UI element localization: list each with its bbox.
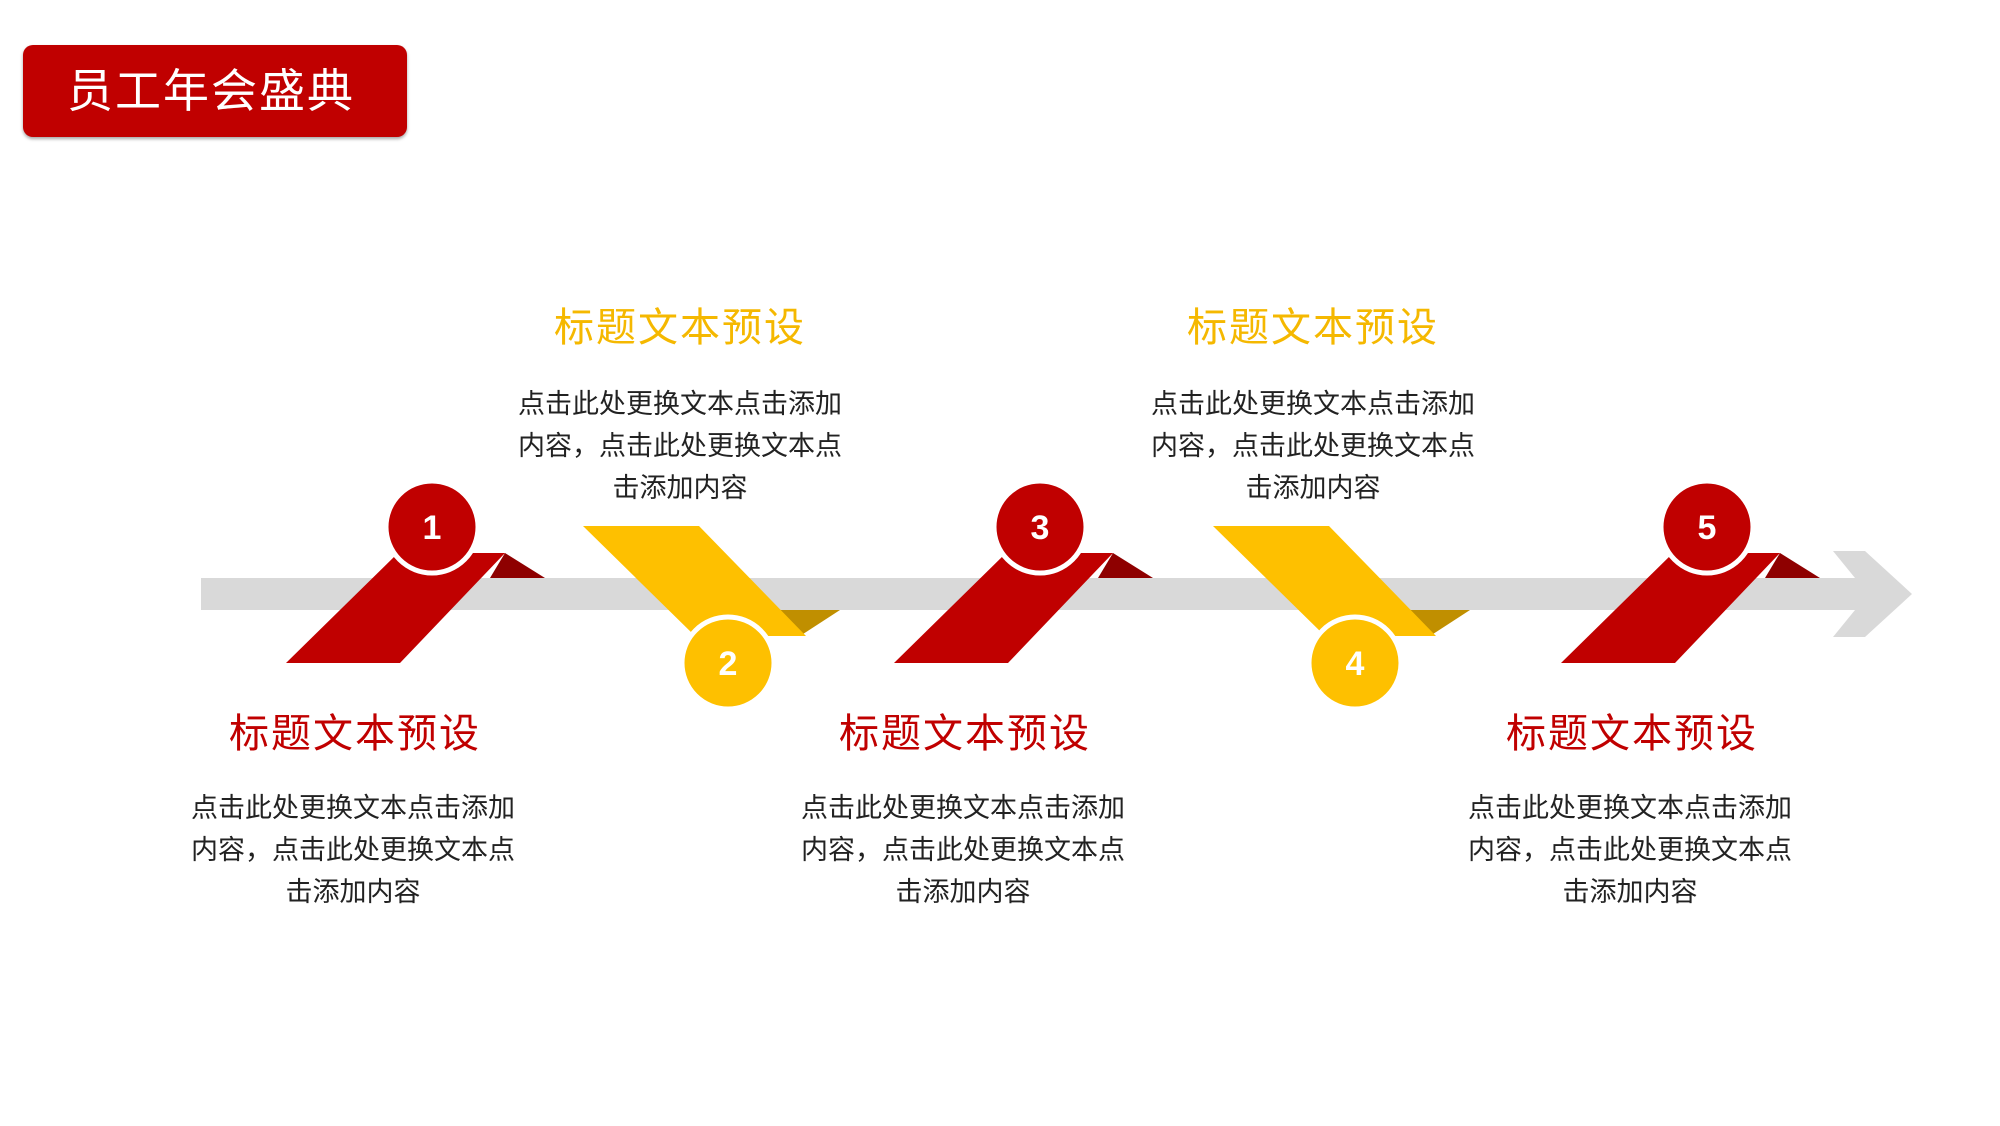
step-4-description: 点击此处更换文本点击添加内容，点击此处更换文本点击添加内容 [1151,389,1475,504]
step-4-ribbon [1213,526,1436,636]
step-4-circle [1306,614,1404,712]
step-4-title: 标题文本预设 [1187,305,1439,351]
step-2-circle [679,614,777,712]
step-1-fold [490,553,545,578]
step-5-circle [1658,478,1756,576]
step-1-number: 1 [423,509,442,547]
step-3-fold [1098,553,1153,578]
step-5-ribbon [1561,553,1780,663]
step-3-circle [991,478,1089,576]
step-5-title: 标题文本预设 [1506,711,1758,757]
step-3-marker: 3 [894,478,1153,663]
step-5-description: 点击此处更换文本点击添加内容，点击此处更换文本点击添加内容 [1468,793,1792,908]
step-3-number: 3 [1031,509,1050,547]
step-2-title: 标题文本预设 [554,305,806,351]
step-2-number: 2 [719,645,738,683]
step-5-fold [1765,553,1820,578]
step-5-number: 5 [1698,509,1717,547]
step-1-circle [383,478,481,576]
step-2-ribbon [583,526,806,636]
step-3-ribbon [894,553,1113,663]
step-5-marker: 5 [1561,478,1820,663]
step-1-marker: 1 [286,478,545,663]
step-1-description: 点击此处更换文本点击添加内容，点击此处更换文本点击添加内容 [191,793,515,908]
step-3-description: 点击此处更换文本点击添加内容，点击此处更换文本点击添加内容 [801,793,1125,908]
page-title: 员工年会盛典 [67,64,355,118]
step-4-marker: 4 [1213,526,1470,712]
step-3-title: 标题文本预设 [839,711,1091,757]
step-1-ribbon [286,553,505,663]
step-2-description: 点击此处更换文本点击添加内容，点击此处更换文本点击添加内容 [518,389,842,504]
step-1-title: 标题文本预设 [229,711,481,757]
step-2-marker: 2 [583,526,840,712]
title-badge: 员工年会盛典 [23,45,407,137]
step-4-number: 4 [1346,645,1365,683]
